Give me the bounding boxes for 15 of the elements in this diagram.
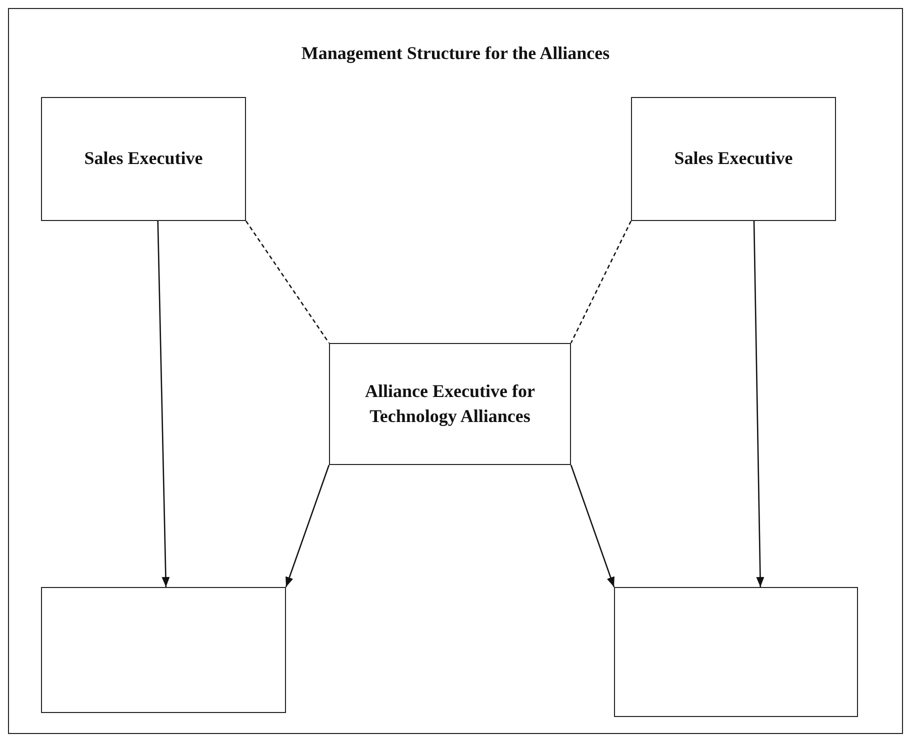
role-label: Alliance Executive for Technology Alliances (364, 380, 536, 428)
role-box (631, 97, 836, 221)
arrow (570, 464, 615, 588)
arrow (157, 220, 170, 588)
dashed-line (570, 220, 632, 344)
arrow (285, 464, 330, 588)
role-box (41, 97, 246, 221)
role-label: Sales Executive (84, 147, 203, 170)
arrow (753, 220, 764, 588)
diagram-title: Management Structure for the Alliances (300, 43, 611, 64)
role-box (41, 587, 286, 713)
role-box (329, 343, 571, 465)
role-box (614, 587, 858, 717)
role-label: Sales Executive (674, 147, 793, 170)
dashed-line (245, 220, 330, 344)
